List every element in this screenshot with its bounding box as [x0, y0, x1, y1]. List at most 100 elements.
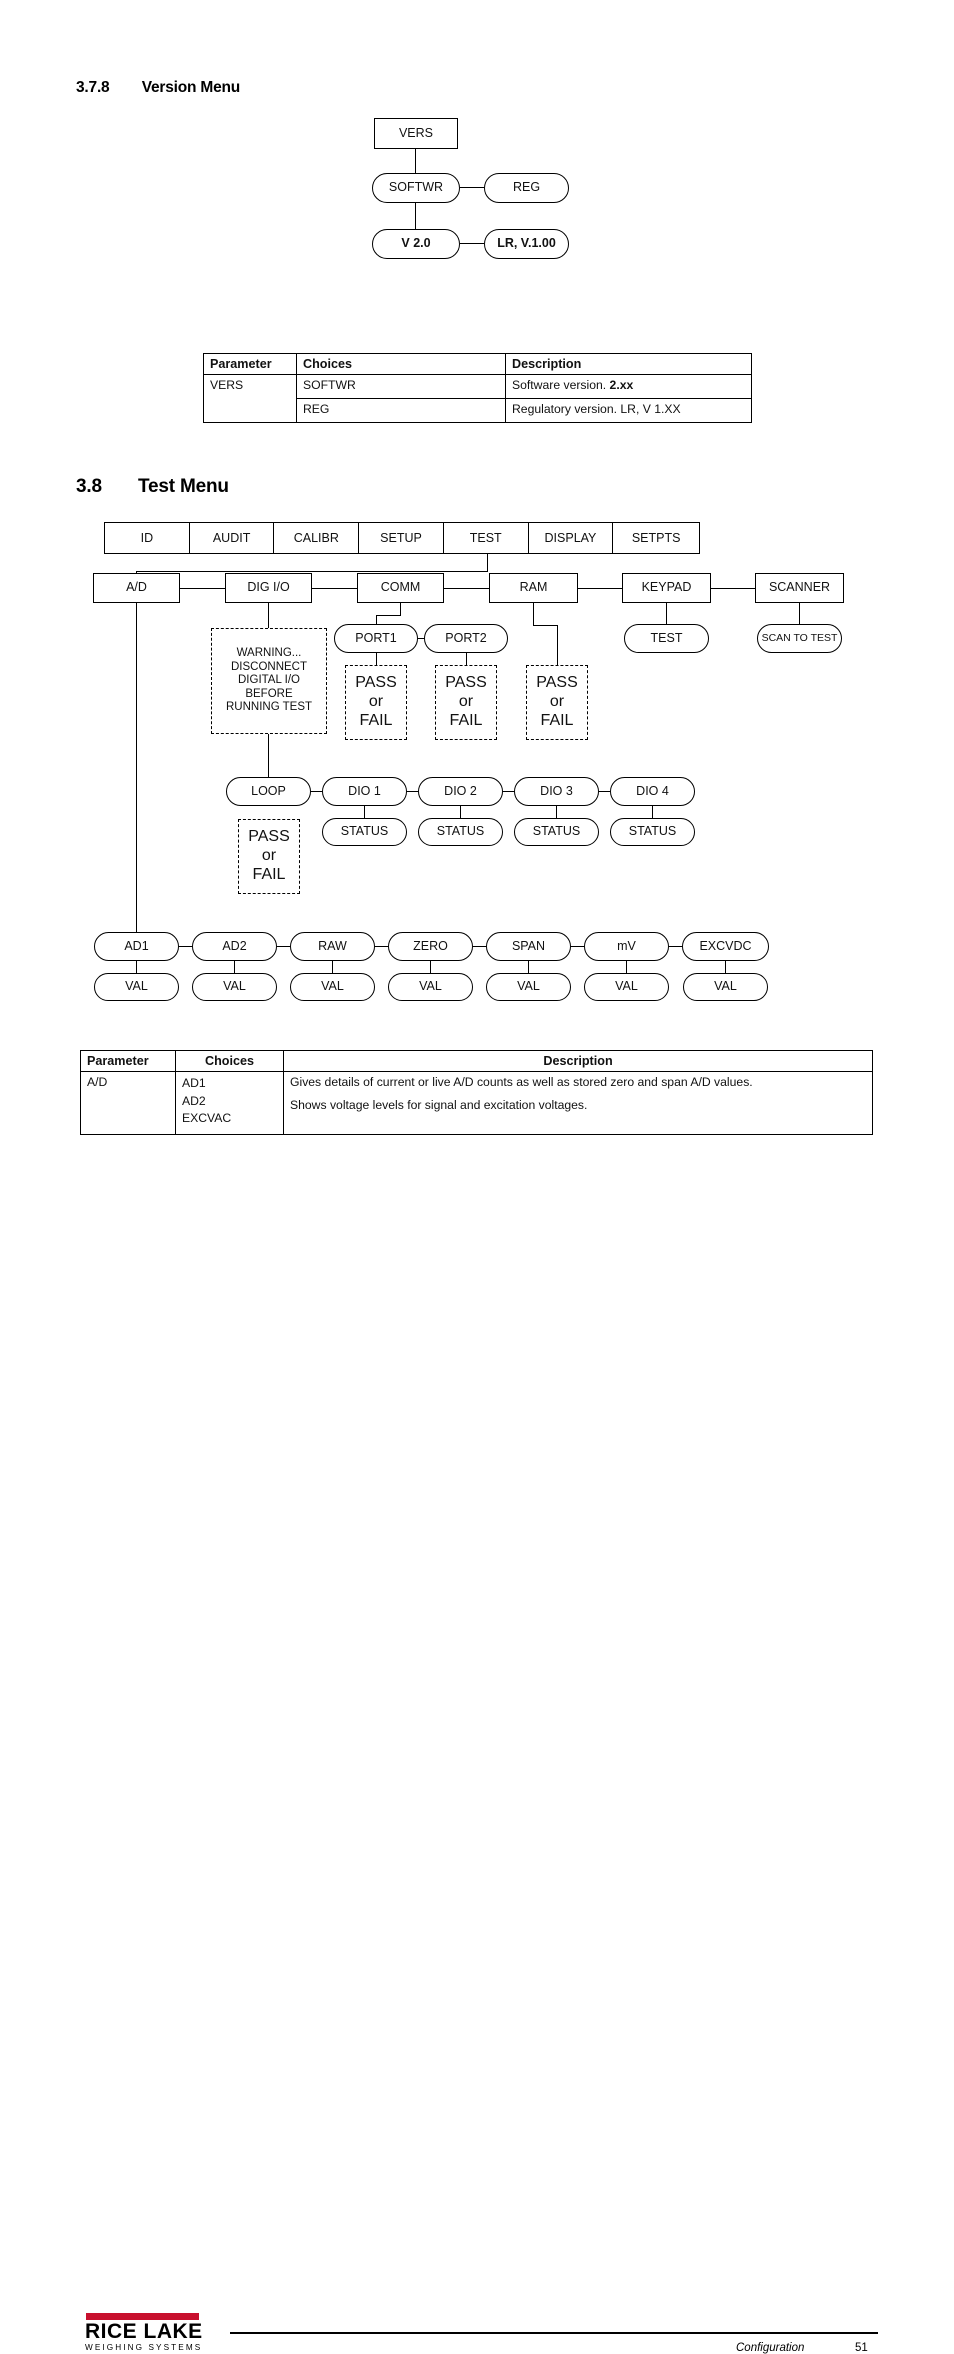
node-val-ad2[interactable]: VAL	[192, 973, 277, 1001]
pass-label: PASS	[445, 674, 487, 692]
fail-label: FAIL	[359, 711, 393, 729]
section-title-test: Test Menu	[138, 476, 229, 497]
pass-label: PASS	[536, 674, 578, 692]
node-vers[interactable]: VERS	[374, 118, 458, 149]
connector-ad1-ad2	[179, 946, 192, 948]
node-reg[interactable]: REG	[484, 173, 569, 203]
node-ad1[interactable]: AD1	[94, 932, 179, 961]
menu-item-test[interactable]: TEST	[444, 523, 529, 553]
node-excvdc[interactable]: EXCVDC	[682, 932, 769, 961]
node-val-excvdc[interactable]: VAL	[683, 973, 768, 1001]
header-description: Description	[505, 353, 752, 375]
node-keypad-test[interactable]: TEST	[624, 624, 709, 653]
node-val-mv[interactable]: VAL	[584, 973, 669, 1001]
connector-raw-zero	[375, 946, 388, 948]
node-ad[interactable]: A/D	[93, 573, 180, 603]
rice-lake-logo: RICE LAKE WEIGHING SYSTEMS	[85, 2313, 225, 2352]
node-span[interactable]: SPAN	[486, 932, 571, 961]
node-status-dio3[interactable]: STATUS	[514, 818, 599, 846]
menu-item-display[interactable]: DISPLAY	[529, 523, 614, 553]
menu-item-audit[interactable]: AUDIT	[190, 523, 275, 553]
node-dio-1[interactable]: DIO 1	[322, 777, 407, 806]
connector-vers-softwr	[415, 149, 417, 173]
cell-description-reg: Regulatory version. LR, V 1.XX	[505, 398, 752, 423]
cell-description-softwr: Software version. 2.xx	[505, 374, 752, 399]
page-footer: RICE LAKE WEIGHING SYSTEMS Configuration…	[0, 1150, 954, 2354]
node-mv[interactable]: mV	[584, 932, 669, 961]
connector-dio1-status	[364, 806, 366, 818]
section-heading-version: 3.7.8 Version Menu	[76, 79, 240, 97]
footer-divider	[230, 2332, 878, 2335]
connector-ram-down	[533, 603, 535, 626]
table-header-row: Parameter Choices Description	[203, 353, 752, 375]
node-scanner[interactable]: SCANNER	[755, 573, 844, 603]
node-port2[interactable]: PORT2	[424, 624, 508, 653]
node-status-dio2[interactable]: STATUS	[418, 818, 503, 846]
footer-page-number: 51	[855, 2342, 868, 2354]
menu-item-setpts[interactable]: SETPTS	[631, 531, 681, 545]
header-parameter: Parameter	[80, 1050, 176, 1072]
version-parameter-table: Parameter Choices Description VERS SOFTW…	[203, 353, 752, 423]
or-label: or	[549, 693, 565, 711]
node-val-span[interactable]: VAL	[486, 973, 571, 1001]
or-label: or	[261, 847, 277, 865]
connector-v20-lr	[460, 243, 484, 245]
passfail-loop: PASS or FAIL	[238, 819, 300, 894]
node-keypad[interactable]: KEYPAD	[622, 573, 711, 603]
node-dio-2[interactable]: DIO 2	[418, 777, 503, 806]
connector-ram-keypad	[578, 588, 622, 590]
passfail-ram: PASS or FAIL	[526, 665, 588, 740]
manual-page: 3.7.8 Version Menu VERS SOFTWR REG V 2.0…	[0, 79, 954, 2354]
node-dio-3[interactable]: DIO 3	[514, 777, 599, 806]
section-title-version: Version Menu	[141, 79, 241, 96]
connector-digio-warning	[268, 603, 270, 628]
node-scan-to-test[interactable]: SCAN TO TEST	[757, 624, 842, 653]
connector-excvdc-val	[725, 961, 727, 973]
footer-section-label: Configuration	[736, 2342, 805, 2354]
node-loop[interactable]: LOOP	[226, 777, 311, 806]
node-status-dio4[interactable]: STATUS	[610, 818, 695, 846]
node-lr-version[interactable]: LR, V.1.00	[484, 229, 569, 259]
connector-span-val	[528, 961, 530, 973]
connector-dio2-status	[460, 806, 462, 818]
header-description: Description	[283, 1050, 873, 1072]
node-val-ad1[interactable]: VAL	[94, 973, 179, 1001]
table-row: A/D AD1 AD2 EXCVAC Gives details of curr…	[80, 1071, 873, 1135]
node-dio-4[interactable]: DIO 4	[610, 777, 695, 806]
node-v20[interactable]: V 2.0	[372, 229, 460, 259]
node-ad2[interactable]: AD2	[192, 932, 277, 961]
connector-dio1-dio2	[407, 791, 418, 793]
table-header-row: Parameter Choices Description	[80, 1050, 873, 1072]
description-line-2: Shows voltage levels for signal and exci…	[290, 1098, 588, 1112]
connector-dio4-status	[652, 806, 654, 818]
node-dig-io[interactable]: DIG I/O	[225, 573, 312, 603]
node-port1[interactable]: PORT1	[334, 624, 418, 653]
node-val-zero[interactable]: VAL	[388, 973, 473, 1001]
connector-dio3-dio4	[599, 791, 610, 793]
node-raw[interactable]: RAW	[290, 932, 375, 961]
node-zero[interactable]: ZERO	[388, 932, 473, 961]
connector-softwr-v20	[415, 203, 417, 229]
menu-item-calibr[interactable]: CALIBR	[274, 523, 360, 553]
fail-label: FAIL	[449, 711, 483, 729]
connector-port1-port2	[418, 638, 424, 640]
connector-mv-val	[626, 961, 628, 973]
menu-item-id[interactable]: ID	[105, 523, 190, 553]
connector-softwr-reg	[460, 187, 484, 189]
node-ram[interactable]: RAM	[489, 573, 578, 603]
section-number-test: 3.8	[76, 476, 102, 497]
node-softwr[interactable]: SOFTWR	[372, 173, 460, 203]
node-val-raw[interactable]: VAL	[290, 973, 375, 1001]
connector-ram-jog	[533, 625, 558, 627]
connector-ad2-val	[234, 961, 236, 973]
connector-keypad-scanner	[711, 588, 755, 590]
node-status-dio1[interactable]: STATUS	[322, 818, 407, 846]
description-line-1: Gives details of current or live A/D cou…	[290, 1075, 753, 1089]
connector-zero-span	[473, 946, 486, 948]
description-emphasis: 2.xx	[609, 378, 634, 392]
node-comm[interactable]: COMM	[357, 573, 444, 603]
connector-comm-jog	[376, 615, 401, 617]
connector-span-mv	[571, 946, 584, 948]
connector-digio-comm	[312, 588, 357, 590]
menu-item-setup[interactable]: SETUP	[359, 523, 444, 553]
